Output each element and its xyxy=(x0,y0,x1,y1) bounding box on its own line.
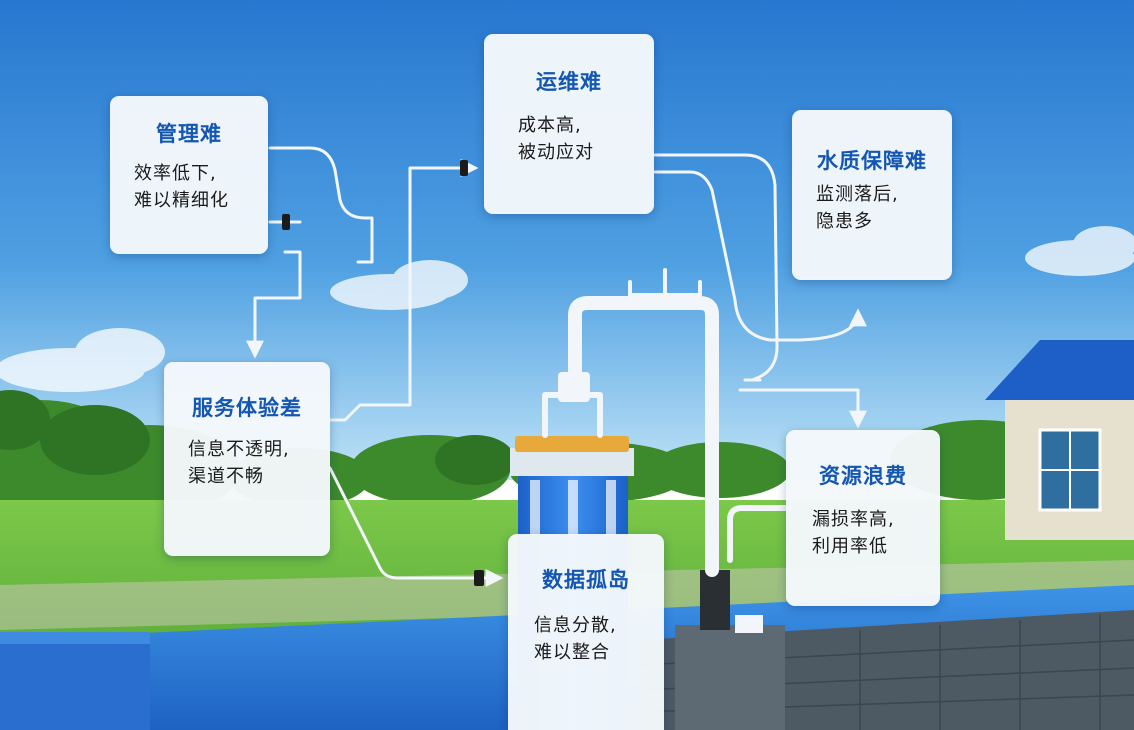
card-waste-line-2: 利用率低 xyxy=(812,536,888,557)
connector-lines xyxy=(246,146,867,587)
card-service-line-2: 渠道不畅 xyxy=(188,466,264,487)
left-channel-edge xyxy=(0,632,150,644)
card-waste-title: 资源浪费 xyxy=(819,464,907,488)
card-data-island: 数据孤岛 信息分散, 难以整合 xyxy=(508,534,664,730)
card-waste: 资源浪费 漏损率高, 利用率低 xyxy=(786,430,940,606)
pump-base xyxy=(675,570,785,730)
card-operation: 运维难 成本高, 被动应对 xyxy=(484,34,654,214)
valves xyxy=(282,160,484,586)
left-channel xyxy=(0,640,150,730)
card-operation-line-1: 成本高, xyxy=(518,115,582,136)
card-operation-title: 运维难 xyxy=(536,70,602,94)
pipes xyxy=(542,268,793,577)
card-service: 服务体验差 信息不透明, 渠道不畅 xyxy=(164,362,330,556)
card-management-line-1: 效率低下, xyxy=(134,163,217,184)
card-operation-line-2: 被动应对 xyxy=(518,142,594,163)
house xyxy=(985,340,1134,540)
tree-line-dark xyxy=(0,390,515,485)
card-water-quality-title: 水质保障难 xyxy=(817,149,927,173)
card-water-quality: 水质保障难 监测落后, 隐患多 xyxy=(792,110,952,280)
card-data-island-line-1: 信息分散, xyxy=(534,615,617,636)
card-management: 管理难 效率低下, 难以精细化 xyxy=(110,96,268,254)
card-waste-line-1: 漏损率高, xyxy=(812,509,895,530)
clouds xyxy=(0,226,1134,392)
card-service-line-1: 信息不透明, xyxy=(188,439,290,460)
card-management-line-2: 难以精细化 xyxy=(134,190,229,211)
card-data-island-title: 数据孤岛 xyxy=(542,568,630,592)
card-service-title: 服务体验差 xyxy=(192,396,302,420)
card-data-island-line-2: 难以整合 xyxy=(534,642,610,663)
card-water-quality-line-1: 监测落后, xyxy=(816,184,899,205)
card-management-title: 管理难 xyxy=(156,122,222,146)
card-water-quality-line-2: 隐患多 xyxy=(816,211,873,232)
